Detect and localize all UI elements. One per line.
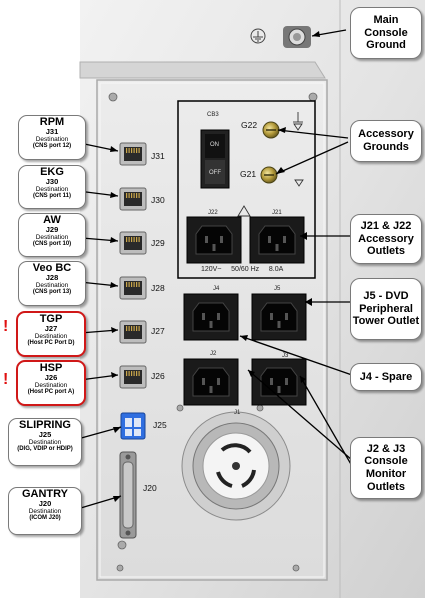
rj45-port-j26 <box>119 365 147 389</box>
outlet-j2 <box>183 358 239 406</box>
j2-tag: J2 <box>210 351 217 357</box>
rj45-port-j27 <box>119 320 147 344</box>
warning-mark-tgp: ! <box>3 318 9 335</box>
j25-connector <box>120 412 146 440</box>
jack-label-j26: J26 <box>151 371 165 381</box>
callout-slipring: SLIPRING J25 Destination (DIG, VDIP or H… <box>8 418 82 466</box>
rj45-port-j28 <box>119 276 147 300</box>
iec-outlets <box>183 216 307 406</box>
callout-destination: Destination <box>28 439 62 447</box>
j1-tag: J1 <box>234 410 241 416</box>
rj45-port-j30 <box>119 187 147 211</box>
jack-label-j27: J27 <box>151 326 165 336</box>
callout-jack: J26 <box>44 373 58 383</box>
callout-destination: Destination <box>35 136 69 144</box>
callout-text: Accessory Grounds <box>358 128 414 153</box>
callout-port: (CNS port 12) <box>32 143 72 150</box>
callout-destination: Destination <box>34 333 68 341</box>
callout-title: HSP <box>39 362 63 374</box>
j21-tag: J21 <box>272 210 282 216</box>
breaker-frame <box>177 100 316 279</box>
breaker-on-label: ON <box>210 142 219 148</box>
callout-jack: J25 <box>38 430 52 440</box>
callout-accessory-grounds: Accessory Grounds <box>350 120 422 162</box>
callout-port: (CNS port 10) <box>32 241 72 248</box>
callout-veo-bc: Veo BC J28 Destination (CNS port 13) <box>18 261 86 306</box>
callout-jack: J20 <box>38 499 52 509</box>
callout-title: Veo BC <box>32 262 72 274</box>
pointer-lines <box>69 29 353 511</box>
rj45-port-j29 <box>119 231 147 255</box>
warning-mark-hsp: ! <box>3 371 9 388</box>
callout-jack: J30 <box>45 177 59 187</box>
g22-label: G22 <box>241 120 258 130</box>
callout-aw: AW J29 Destination (CNS port 10) <box>18 213 86 257</box>
outlet-j3 <box>251 358 307 406</box>
callout-rpm: RPM J31 Destination (CNS port 12) <box>18 115 86 160</box>
callout-title: GANTRY <box>21 488 69 500</box>
callout-text: Main Console Ground <box>364 14 408 52</box>
callout-text: J2 & J3 Console Monitor Outlets <box>364 442 408 493</box>
callout-destination: Destination <box>35 186 69 194</box>
callout-main-console-ground: Main Console Ground <box>350 7 422 59</box>
callout-title: EKG <box>40 166 64 178</box>
rj45-ports <box>119 142 147 389</box>
callout-text: J5 - DVD Peripheral Tower Outlet <box>352 290 420 328</box>
callout-port: (DIG, VDIP or HDIP) <box>17 446 73 453</box>
callout-title: RPM <box>39 116 65 128</box>
callout-port: (CNS port 11) <box>32 193 71 200</box>
jack-label-j20: J20 <box>143 483 157 493</box>
rj45-port-j31 <box>119 142 147 166</box>
callout-tgp: TGP J27 Destination (Host PC Port D) <box>16 311 86 357</box>
callout-j5: J5 - DVD Peripheral Tower Outlet <box>350 278 422 340</box>
callout-text: J21 & J22 Accessory Outlets <box>358 220 414 258</box>
outlet-j4 <box>183 293 239 341</box>
breaker-off-label: OFF <box>209 170 221 176</box>
jack-label-j31: J31 <box>151 151 165 161</box>
callout-title: TGP <box>39 313 63 325</box>
callout-j4: J4 - Spare <box>350 363 422 391</box>
callout-jack: J27 <box>44 324 58 334</box>
callout-jack: J29 <box>45 225 59 235</box>
cb3-label: CB3 <box>207 112 219 118</box>
callout-destination: Destination <box>35 234 69 242</box>
j22-tag: J22 <box>208 210 218 216</box>
jack-label-j29: J29 <box>151 238 165 248</box>
outlet-j21 <box>249 216 305 264</box>
callout-j21-j22: J21 & J22 Accessory Outlets <box>350 214 422 264</box>
outlet-j22 <box>186 216 242 264</box>
voltage-rating: 120V~ 50/60 Hz 8.0A <box>201 266 284 273</box>
outlet-j5 <box>251 293 307 341</box>
callout-jack: J28 <box>45 273 59 283</box>
g21-label: G21 <box>240 169 257 179</box>
callout-jack: J31 <box>45 127 59 137</box>
j4-tag: J4 <box>213 286 220 292</box>
callout-gantry: GANTRY J20 Destination (ICOM J20) <box>8 487 82 535</box>
callout-title: SLIPRING <box>19 419 71 431</box>
callout-title: AW <box>43 214 61 226</box>
pointer-heads <box>110 31 320 502</box>
callout-destination: Destination <box>34 382 68 390</box>
j3-tag: J3 <box>282 353 289 359</box>
jack-label-j28: J28 <box>151 283 165 293</box>
callout-hsp: HSP J26 Destination (Host PC port A) <box>16 360 86 406</box>
j5-tag: J5 <box>274 286 281 292</box>
callout-port: (Host PC port A) <box>27 389 75 396</box>
callout-port: (Host PC Port D) <box>27 340 75 347</box>
callout-text: J4 - Spare <box>359 370 413 383</box>
jack-label-j30: J30 <box>151 195 165 205</box>
callout-ekg: EKG J30 Destination (CNS port 11) <box>18 165 86 209</box>
jack-label-j25: J25 <box>153 420 167 430</box>
callout-destination: Destination <box>35 282 69 290</box>
callout-port: (ICOM J20) <box>29 515 61 522</box>
callout-port: (CNS port 13) <box>32 289 72 296</box>
callout-destination: Destination <box>28 508 62 516</box>
callout-j2-j3: J2 & J3 Console Monitor Outlets <box>350 437 422 499</box>
